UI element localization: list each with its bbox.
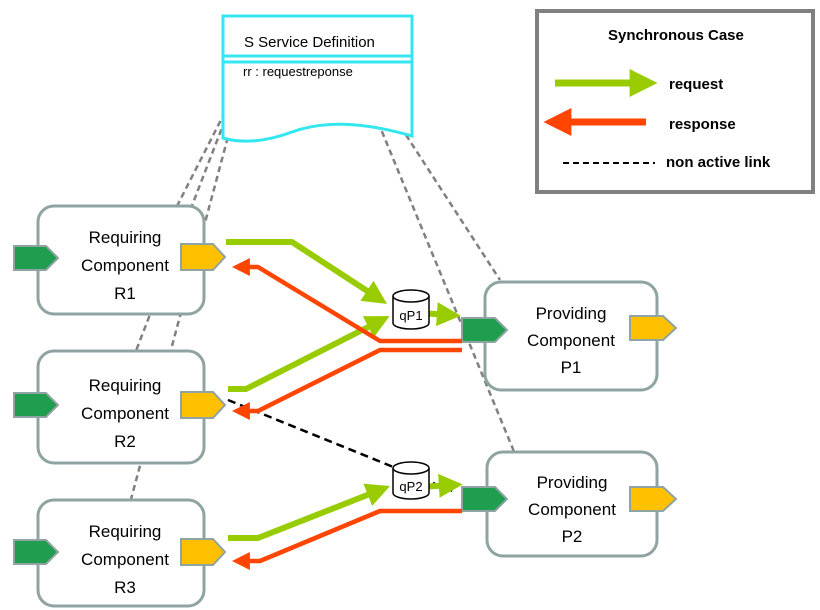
providing-component-p2[interactable]: Providing Component P2 — [461, 450, 678, 558]
providing-component-p1[interactable]: Providing Component P1 — [461, 280, 678, 392]
component-label-line2: Component — [528, 500, 616, 519]
component-label-line1: Requiring — [89, 228, 162, 247]
legend: Synchronous Case request response non ac… — [535, 9, 815, 194]
service-definition: S Service Definition rr : requestreponse — [221, 14, 414, 143]
queue-icon — [392, 468, 430, 500]
legend-nonactive-label: non active link — [666, 154, 771, 171]
required-port-icon — [13, 245, 60, 271]
response-arrow-p2-r3 — [231, 508, 462, 570]
provided-port-icon — [180, 243, 227, 271]
provided-port-icon — [629, 486, 678, 512]
provided-port-icon — [180, 391, 227, 419]
non-active-link — [227, 398, 456, 494]
component-label-line1: Requiring — [89, 522, 162, 541]
legend-request-label: request — [669, 76, 723, 93]
component-label-line3: R1 — [114, 284, 136, 303]
requiring-component-r1[interactable]: Requiring Component R1 — [13, 204, 227, 316]
service-definition-subtitle: rr : requestreponse — [243, 64, 353, 79]
queue-qp1[interactable]: qP1 — [392, 289, 430, 330]
legend-box — [535, 9, 815, 194]
component-label-line3: P1 — [561, 358, 582, 377]
queue-label: qP2 — [399, 479, 422, 494]
component-label-line3: R3 — [114, 578, 136, 597]
queue-icon-top — [392, 461, 430, 475]
component-label-line2: Component — [81, 256, 169, 275]
required-port-icon — [461, 317, 509, 343]
response-arrows — [231, 258, 462, 570]
queue-label: qP1 — [399, 308, 422, 323]
service-definition-title: S Service Definition — [244, 34, 375, 51]
component-label-line1: Requiring — [89, 376, 162, 395]
component-label-line2: Component — [527, 331, 615, 350]
response-arrow-p1-r1 — [231, 258, 462, 344]
legend-response-label: response — [669, 116, 736, 133]
request-arrow-r3-qp2 — [228, 483, 391, 541]
component-label-line1: Providing — [537, 473, 608, 492]
service-link-p1 — [393, 117, 502, 281]
queue-icon-top — [392, 289, 430, 303]
provided-port-icon — [180, 538, 227, 566]
response-arrow-p1-r2 — [231, 347, 462, 420]
request-arrows — [226, 239, 463, 541]
request-arrow-r1-qp1 — [226, 239, 388, 304]
component-label-line2: Component — [81, 404, 169, 423]
service-definition-shape — [221, 14, 414, 143]
component-label-line3: P2 — [562, 527, 583, 546]
required-port-icon — [13, 392, 60, 418]
component-label-line2: Component — [81, 550, 169, 569]
provided-port-icon — [629, 315, 678, 341]
queue-qp2[interactable]: qP2 — [392, 461, 430, 500]
legend-title: Synchronous Case — [608, 27, 744, 44]
required-port-icon — [461, 486, 509, 512]
service-link-r2 — [132, 119, 227, 357]
component-label-line1: Providing — [536, 304, 607, 323]
component-label-line3: R2 — [114, 432, 136, 451]
request-arrow-r2-qp1 — [228, 316, 390, 392]
requiring-component-r3[interactable]: Requiring Component R3 — [13, 498, 227, 608]
required-port-icon — [13, 539, 60, 565]
requiring-component-r2[interactable]: Requiring Component R2 — [13, 349, 227, 465]
queue-icon — [392, 296, 430, 330]
service-link-r1 — [173, 111, 227, 211]
